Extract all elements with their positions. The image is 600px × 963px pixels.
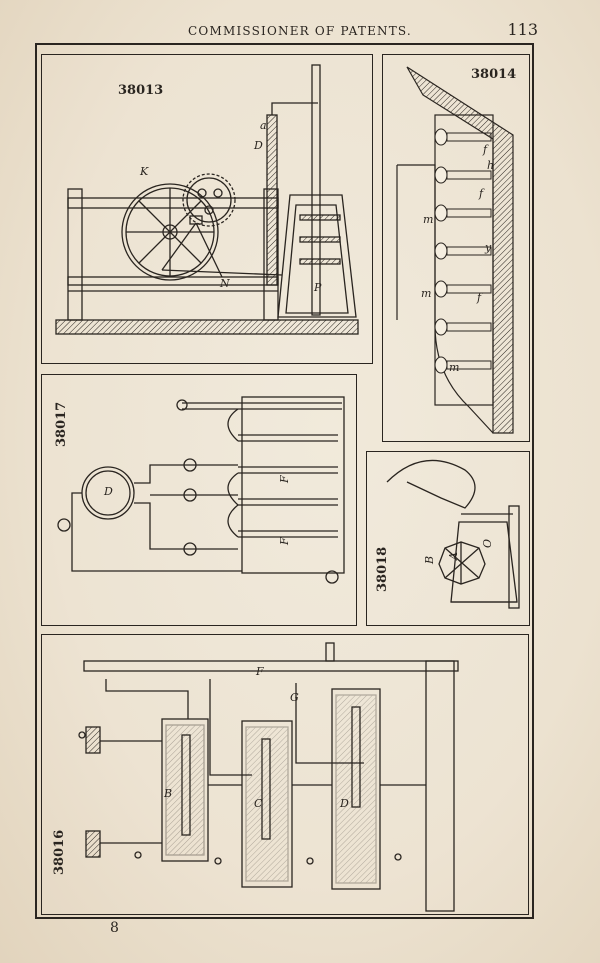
figure-panel-38018: 38018 B A O xyxy=(366,451,530,626)
label-f: F xyxy=(256,665,264,678)
label-f: f xyxy=(479,187,484,200)
label-b: B xyxy=(423,555,436,564)
figure-number: 38013 xyxy=(118,83,164,98)
label-m: m xyxy=(449,361,460,374)
label-y: y xyxy=(485,241,492,254)
label-d: D xyxy=(104,485,113,498)
label-a: A xyxy=(447,552,460,560)
machine-drawing-38018 xyxy=(386,459,520,609)
machine-drawing-38013 xyxy=(55,64,359,335)
label-m: m xyxy=(421,287,432,300)
label-f: F xyxy=(278,475,291,483)
page-number: 113 xyxy=(507,20,538,39)
label-c: C xyxy=(254,797,263,810)
figure-plate: 38013 xyxy=(35,43,534,919)
running-head: COMMISSIONER OF PATENTS. xyxy=(188,24,412,38)
figure-panel-38016: 38016 xyxy=(41,634,529,915)
label-d: D xyxy=(254,139,263,152)
figure-number: 38014 xyxy=(471,67,517,82)
machine-drawing-38014 xyxy=(396,66,514,434)
machine-drawing-38016 xyxy=(78,642,459,912)
label-a: a xyxy=(260,119,267,132)
label-f: F xyxy=(278,537,291,545)
label-b: B xyxy=(164,787,173,800)
label-f: f xyxy=(477,291,482,304)
label-k: K xyxy=(140,165,149,178)
label-p: P xyxy=(314,281,322,294)
label-d: D xyxy=(340,797,349,810)
figure-panel-38013: 38013 xyxy=(41,54,373,364)
label-h: h xyxy=(487,159,495,172)
label-n: N xyxy=(220,277,230,290)
machine-drawing-38017 xyxy=(57,396,345,584)
label-o: O xyxy=(481,538,494,548)
figure-panel-38017: 38017 xyxy=(41,374,357,626)
label-m: m xyxy=(423,213,434,226)
label-f: f xyxy=(483,143,488,156)
label-g: G xyxy=(290,691,299,704)
figure-panel-38014: 38014 xyxy=(382,54,530,442)
signature-mark: 8 xyxy=(110,920,119,936)
